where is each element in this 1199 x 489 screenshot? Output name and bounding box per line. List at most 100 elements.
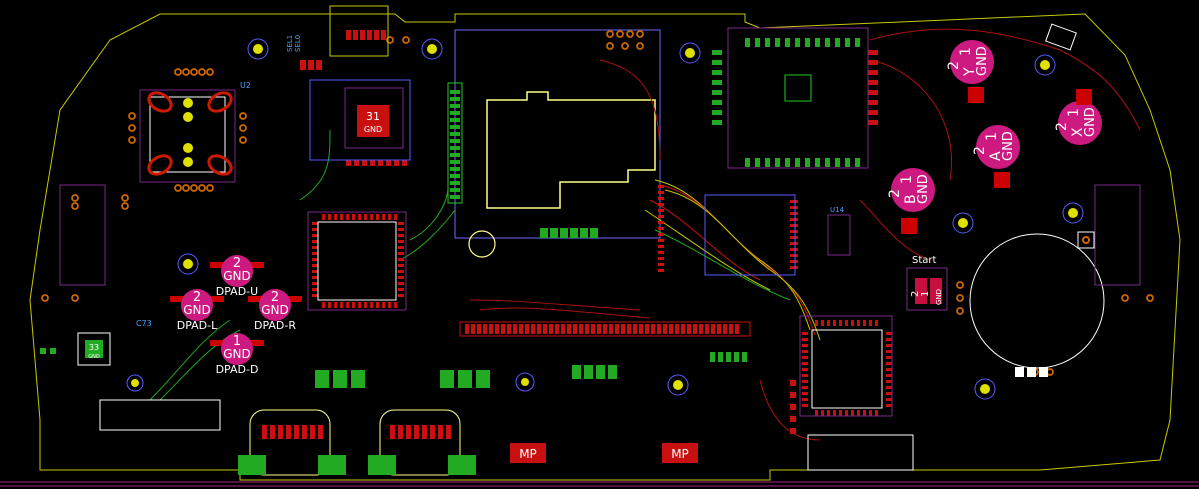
small-pad-4: [580, 228, 588, 238]
header-pin-7: [507, 324, 511, 334]
header-pin-10: [525, 324, 529, 334]
mcu-right-pin-r-9: [886, 386, 892, 389]
mcu-right-pin-r-2: [886, 344, 892, 347]
header-pin-25: [615, 324, 619, 334]
via-pad-10: [128, 112, 136, 120]
sel0-ref: SEL0: [294, 35, 302, 52]
header-pin-34: [669, 324, 673, 334]
mcu-left-pin-b-10: [382, 302, 385, 308]
start-gnd: GND: [935, 289, 943, 305]
mcu-tr-pin-l-6: [712, 110, 722, 115]
board-edge-cuts: [29, 13, 1181, 481]
mcu-right-pin-l-0: [802, 332, 808, 335]
header-pin-26: [621, 324, 625, 334]
trace-4: [644, 209, 771, 291]
mcu-right-pin-l-4: [802, 356, 808, 359]
header-pin-43: [723, 324, 727, 334]
mcu-right-pin-r-7: [886, 374, 892, 377]
audio-pin-l-5: [302, 425, 307, 439]
center-pin-r-2: [790, 212, 798, 215]
mcu-tr-pin-t-6: [805, 38, 810, 47]
sel-pin-2: [316, 60, 322, 70]
mcu-right-outline: [799, 315, 893, 417]
c73-ref: C73: [136, 319, 152, 328]
header-pin-36: [681, 324, 685, 334]
mcu-right-pin-l-10: [802, 392, 808, 395]
via-pad-5: [174, 184, 182, 192]
face-button-b-pin2: 2: [887, 189, 903, 198]
mcu-right-pin-b-7: [857, 410, 860, 416]
mcu-left-pin-t-1: [328, 214, 331, 220]
via-pad-23: [1146, 294, 1154, 302]
mcu-right-pin-r-8: [886, 380, 892, 383]
mcu-right-pin-t-7: [857, 320, 860, 326]
analog-stick-outline: [969, 233, 1105, 369]
vheader-pin-13: [450, 181, 460, 185]
face-button-y-gnd: GND: [975, 46, 990, 76]
start-pin2: 2: [910, 291, 921, 297]
mcu-left-pin-t-12: [394, 214, 397, 220]
mount-hole-7: [177, 253, 199, 275]
mcu-left-pin-r-11: [398, 288, 404, 291]
face-button-y-label: Y: [962, 67, 978, 77]
audio-pin-r-1: [398, 425, 403, 439]
mcu-left-pin-r-1: [398, 228, 404, 231]
via-pad-0: [174, 68, 182, 76]
u14-ref: U14: [830, 206, 845, 214]
face-button-a-label: A: [988, 151, 1004, 161]
dpad-u-pin: 2: [233, 256, 241, 271]
mcu-tr-pin-t-10: [845, 38, 850, 47]
audio-cap-r-1: [458, 370, 472, 388]
center-pin-r-0: [790, 200, 798, 203]
start-label: Start: [912, 255, 937, 266]
via-pad-8: [198, 184, 206, 192]
mount-hole-8: [974, 378, 996, 400]
trace-8: [409, 189, 449, 241]
trace-9: [399, 209, 456, 261]
mcu-tr-pin-t-5: [795, 38, 800, 47]
chip-pin-7: [402, 160, 407, 166]
trace-13: [479, 307, 651, 319]
sel1-ref: SEL1: [286, 35, 294, 52]
header-pin-38: [693, 324, 697, 334]
vheader-pin-7: [450, 139, 460, 143]
header-pin-4: [489, 324, 493, 334]
mcu-tr-pin-b-7: [815, 158, 820, 167]
center-pin-r-8: [790, 248, 798, 251]
mcu-tr-pin-l-2: [712, 70, 722, 75]
green-pad-block-1: [238, 455, 266, 475]
header-pin-24: [609, 324, 613, 334]
mcu-left-pin-l-0: [312, 222, 318, 225]
misc-pad-1: [50, 348, 56, 354]
mcu-left-pin-t-7: [364, 214, 367, 220]
audio-pin-r-5: [430, 425, 435, 439]
display-outline: [486, 91, 656, 209]
mcu-right-pin-l-2: [802, 344, 808, 347]
fpc-connector-right: [807, 434, 914, 471]
fpc-connector-left: [99, 399, 221, 431]
mcu-right-pin-l-12: [802, 404, 808, 407]
mid-pad-2-1: [718, 352, 723, 362]
center-pin-l-9: [658, 239, 664, 242]
vheader-pin-2: [450, 104, 460, 108]
via-pad-21: [71, 294, 79, 302]
audio-pin-l-1: [270, 425, 275, 439]
center-pin-l-7: [658, 227, 664, 230]
mcu-right-pin-l-8: [802, 380, 808, 383]
mcu-right-pin-r-1: [886, 338, 892, 341]
chip-pin-3: [370, 160, 375, 166]
mcu-right-pin-r-10: [886, 392, 892, 395]
via-pad-2: [190, 68, 198, 76]
mcu-tr-pin-b-1: [755, 158, 760, 167]
mcu-left-pin-b-4: [346, 302, 349, 308]
mcu-left-pin-b-0: [322, 302, 325, 308]
via-pad-28: [606, 42, 614, 50]
mcu-tr-pin-b-8: [825, 158, 830, 167]
mcu-tr-pin-b-9: [835, 158, 840, 167]
u31-gnd: GND: [364, 125, 382, 134]
mcu-tr-pin-l-7: [712, 120, 722, 125]
mcu-tr-pin-b-3: [775, 158, 780, 167]
mcu-right-pin-l-3: [802, 350, 808, 353]
